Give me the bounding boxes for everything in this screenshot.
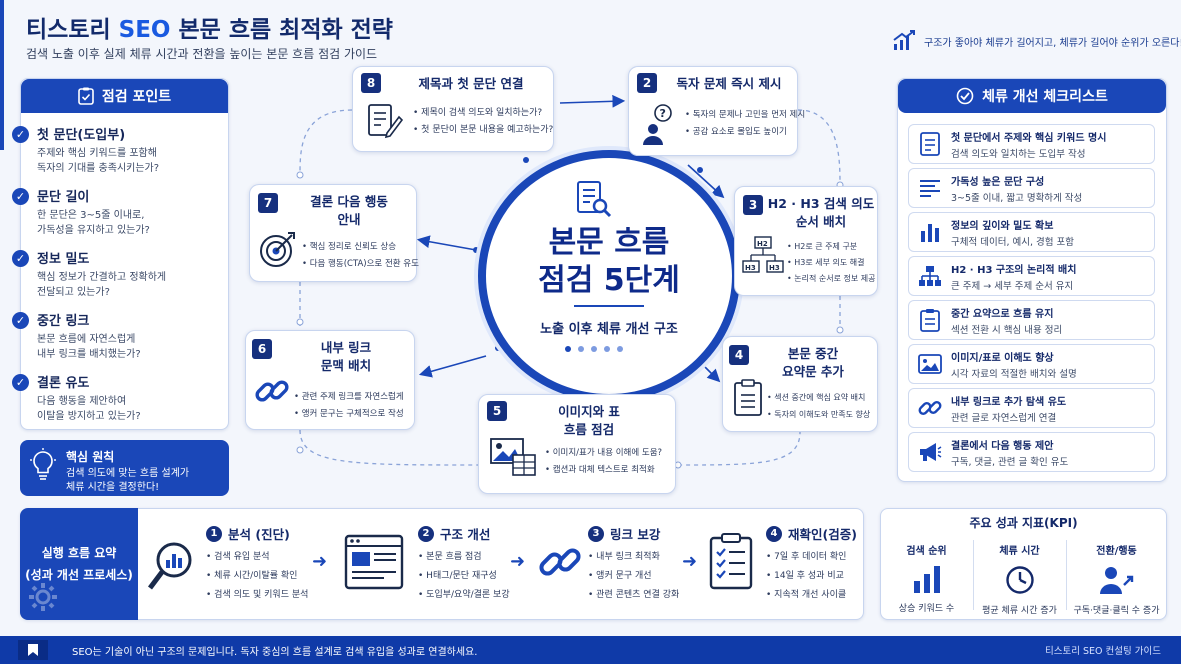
page-title: 티스토리 SEO 본문 흐름 최적화 전략	[26, 17, 393, 43]
kpi-title: 주요 성과 지표(KPI)	[969, 516, 1078, 530]
center-divider	[574, 305, 644, 307]
link-icon	[917, 395, 943, 421]
process-summary-label: 실행 흐름 요약 (성과 개선 프로세스)	[20, 508, 138, 620]
document-search-icon	[577, 181, 612, 218]
step-number: 2	[637, 73, 657, 93]
megaphone-icon	[917, 439, 943, 465]
svg-text:H3: H3	[745, 264, 756, 272]
lightbulb-icon	[30, 448, 56, 480]
check-icon: ✓	[12, 250, 29, 267]
magnifier-chart-icon	[148, 542, 192, 590]
clipboard-check-icon	[78, 87, 94, 105]
target-icon	[260, 232, 295, 267]
check-points-heading: 점검 포인트	[21, 79, 228, 113]
layout-window-icon	[344, 534, 404, 590]
growth-chart-icon	[893, 30, 915, 50]
check-icon: ✓	[12, 188, 29, 205]
footer-bar: SEO는 기술이 아닌 구조의 문제입니다. 독자 중심의 흐름 설계로 검색 …	[0, 636, 1181, 664]
check-icon: ✓	[12, 126, 29, 143]
kpi-search-rank: 검색 순위 상승 키워드 수	[898, 546, 955, 614]
document-icon	[917, 131, 943, 157]
step-title: 독자 문제 즉시 제시	[676, 76, 782, 91]
check-points-panel: 점검 포인트	[20, 78, 229, 430]
top-note: 구조가 좋아야 체류가 길어지고, 체류가 길어야 순위가 오른다!	[892, 30, 1181, 52]
step-title: 제목과 첫 문단 연결	[418, 76, 524, 91]
question-person-icon: ?	[643, 104, 672, 145]
check-circle-icon	[956, 87, 974, 105]
step-number: 7	[258, 193, 278, 213]
kpi-dwell-time: 체류 시간 평균 체류 시간 증가	[982, 546, 1057, 616]
check-icon: ✓	[12, 374, 29, 391]
page-subtitle: 검색 노출 이후 실제 체류 시간과 전환을 높이는 본문 흐름 점검 가이드	[26, 47, 378, 61]
step-card-5: 5 이미지와 표흐름 점검 이미지/표가 내용 이해에 도움?캡션과 대체 텍스…	[478, 394, 676, 494]
check-icon: ✓	[12, 312, 29, 329]
document-edit-icon	[368, 104, 403, 139]
svg-text:H3: H3	[769, 264, 780, 272]
image-table-icon	[490, 438, 536, 476]
step-number: 4	[729, 345, 749, 365]
svg-text:H2: H2	[757, 240, 768, 248]
center-subtitle: 노출 이후 체류 개선 구조	[540, 322, 678, 337]
step-number: 5	[487, 401, 507, 421]
gear-icon	[29, 583, 57, 611]
lines-icon	[917, 175, 943, 201]
step-number: 6	[252, 339, 272, 359]
step-number: 3	[743, 195, 763, 215]
retention-checklist-heading: 체류 개선 체크리스트	[898, 79, 1166, 113]
clipboard-list-icon	[734, 379, 762, 416]
clipboard-icon	[917, 307, 943, 333]
arrow-right-icon: ➜	[510, 551, 526, 572]
user-growth-icon	[1099, 567, 1133, 594]
svg-text:?: ?	[660, 107, 666, 120]
bar-chart-icon	[917, 219, 943, 245]
kpi-panel	[880, 508, 1167, 620]
image-icon	[917, 351, 943, 377]
step-card-2: 2 독자 문제 즉시 제시 ? 독자의 문제나 고민을 먼저 제시공감 요소로 …	[628, 66, 805, 156]
hierarchy-icon	[917, 263, 943, 289]
rank-bars-icon	[913, 566, 940, 593]
center-dots	[565, 346, 623, 352]
arrow-right-icon: ➜	[682, 551, 698, 572]
accent-bar	[0, 0, 4, 150]
step-number: 8	[361, 73, 381, 93]
checklist-clipboard-icon	[709, 533, 753, 590]
bookmark-icon	[18, 640, 48, 660]
step-card-8: 8 제목과 첫 문단 연결 제목이 검색 의도와 일치하는가?첫 문단이 본문 …	[352, 66, 554, 152]
arrow-right-icon: ➜	[312, 551, 328, 572]
clock-icon	[1005, 566, 1034, 594]
kpi-conversion: 전환/행동 구독·댓글·클릭 수 증가	[1073, 546, 1160, 616]
link-icon	[255, 380, 289, 402]
chain-link-icon	[539, 548, 581, 576]
